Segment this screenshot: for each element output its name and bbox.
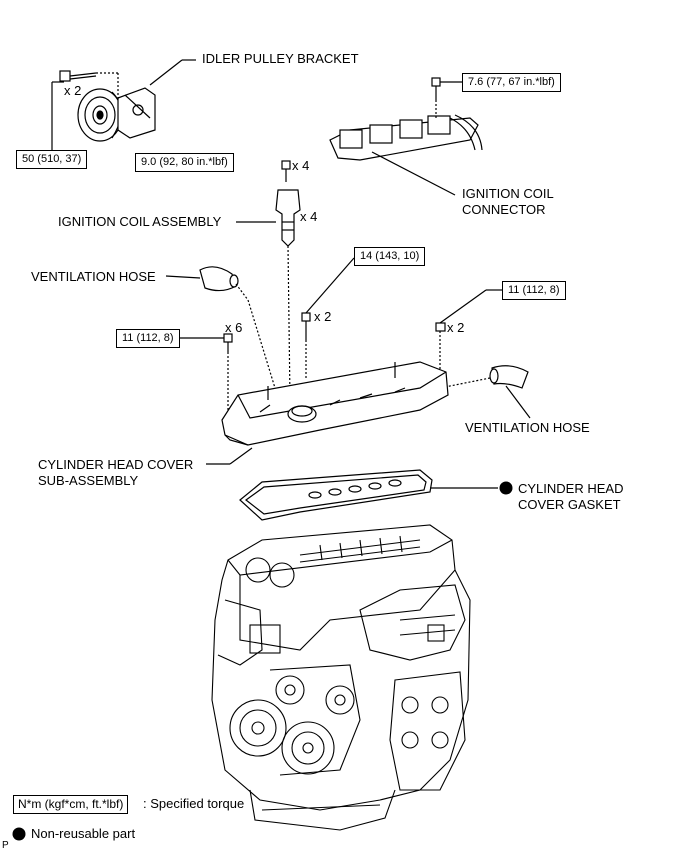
label-ignition-coil-connector-line1: IGNITION COIL (462, 186, 554, 201)
torque-box-bolt-left: 11 (112, 8) (116, 329, 180, 348)
gasket-nonreusable-dot (499, 481, 513, 495)
torque-box-connector-bolt: 7.6 (77, 67 in.*lbf) (462, 73, 561, 92)
qty-coil-assembly: x 4 (300, 209, 318, 224)
ignition-coil-connector-part (329, 77, 483, 161)
torque-box-nut-right: 11 (112, 8) (502, 281, 566, 300)
label-ignition-coil-assembly: IGNITION COIL ASSEMBLY (58, 214, 222, 229)
legend-nonreusable-text: Non-reusable part (31, 826, 136, 841)
stud-bolt-part (301, 312, 311, 378)
label-cylinder-head-cover-line1: CYLINDER HEAD COVER (38, 457, 194, 472)
qty-bolt-left: x 6 (225, 320, 243, 335)
cylinder-head-cover-part (221, 361, 449, 446)
torque-box-idler-bolt: 50 (510, 37) (16, 150, 88, 169)
qty-stud: x 2 (314, 309, 332, 324)
qty-idler-bolt: x 2 (64, 83, 82, 98)
corner-mark: P (2, 840, 9, 851)
idler-pulley-bracket-part (59, 70, 156, 142)
legend-torque-text: : Specified torque (143, 796, 245, 811)
label-ignition-coil-connector-line2: CONNECTOR (462, 202, 546, 217)
label-gasket-line2: COVER GASKET (518, 497, 621, 512)
ignition-coil-assembly-part (275, 160, 301, 401)
torque-box-coil-bolt: 9.0 (92, 80 in.*lbf) (135, 153, 234, 172)
legend-torque-box: N*m (kgf*cm, ft.*lbf) (13, 795, 129, 814)
ventilation-hose-right-part (439, 365, 529, 389)
engine-assembly-illustration (211, 524, 471, 831)
cylinder-head-cover-gasket-part (239, 469, 433, 521)
label-ventilation-hose-left: VENTILATION HOSE (31, 269, 156, 284)
label-cylinder-head-cover-line2: SUB-ASSEMBLY (38, 473, 139, 488)
legend-nonreusable-dot (12, 827, 26, 841)
label-gasket-line1: CYLINDER HEAD (518, 481, 624, 496)
torque-box-stud: 14 (143, 10) (354, 247, 426, 266)
qty-coil-bolt: x 4 (292, 158, 310, 173)
qty-nut-right: x 2 (447, 320, 465, 335)
label-ventilation-hose-right: VENTILATION HOSE (465, 420, 590, 435)
label-idler-pulley-bracket: IDLER PULLEY BRACKET (202, 51, 359, 66)
ventilation-hose-left-part (199, 266, 276, 389)
